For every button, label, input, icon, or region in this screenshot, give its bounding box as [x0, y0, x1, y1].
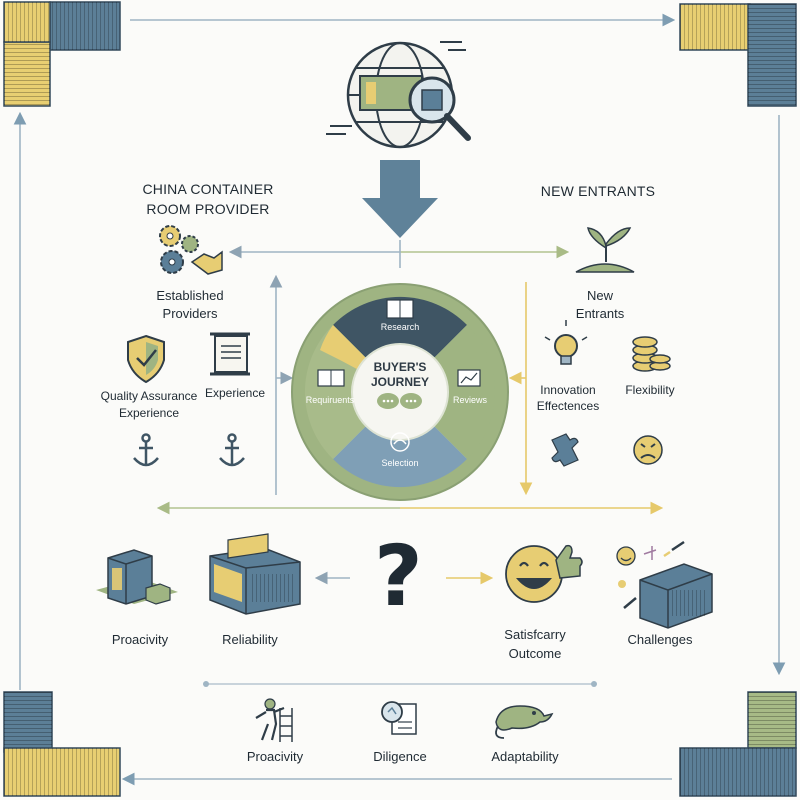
left-header-line2: ROOM PROVIDER: [146, 201, 270, 217]
wheel-center-title-line2: JOURNEY: [370, 375, 429, 389]
frame-arrows: [13, 13, 786, 786]
buyers-journey-wheel: [291, 283, 509, 501]
bottom-line-dot-left: [203, 681, 209, 687]
flexibility-label: Flexibility: [625, 383, 675, 397]
sprout-icon: [575, 227, 635, 273]
adaptability-label: Adaptability: [491, 749, 559, 764]
person-ladder-icon: [255, 698, 293, 742]
shield-check-icon: [127, 334, 165, 384]
reviews-chart-icon: [457, 369, 481, 387]
bottom-proactivity-label: Proacivity: [246, 749, 304, 764]
innovation-label-line1: Innovation: [540, 383, 596, 397]
container-stack-bottom-left-icon: [3, 691, 121, 797]
new-entrants-title-line2: Entrants: [575, 306, 625, 321]
question-mark-icon: ?: [374, 527, 423, 625]
established-title-line1: Established: [156, 288, 224, 303]
container-block-icon: [96, 549, 178, 605]
open-container-icon: [209, 533, 301, 615]
wheel-research-label: Research: [380, 322, 420, 332]
outcome-label-line2: Outcome: [508, 646, 562, 661]
anchor-icon: [133, 433, 159, 467]
chat-bubbles-icon: [377, 393, 422, 409]
bottom-line-dot-right: [591, 681, 597, 687]
container-stack-top-left-icon: [3, 1, 121, 107]
experience-label: Experience: [204, 386, 266, 400]
research-book-icon: [386, 299, 414, 319]
diligence-label: Diligence: [373, 749, 427, 764]
lightbulb-icon: [544, 320, 588, 365]
wheel-reviews-label: Reviews: [452, 395, 487, 405]
left-header-line1: CHINA CONTAINER: [142, 181, 274, 197]
puzzle-piece-icon: [551, 433, 579, 467]
wheel-selection-label: Selection: [381, 458, 419, 468]
challenges-container-icon: [616, 540, 713, 629]
globe-search-icon: [326, 41, 471, 149]
frowning-face-icon: [633, 435, 663, 465]
reliability-label: Reliability: [222, 632, 278, 647]
down-arrow-icon: [362, 160, 438, 238]
established-title-line2: Providers: [162, 306, 218, 321]
outcome-label-line1: Satisfcarry: [504, 627, 566, 642]
selection-handshake-icon: [390, 432, 410, 452]
wheel-center-title-line1: BUYER'S: [373, 360, 427, 374]
wheel-requirements-label: Requiruents: [305, 395, 355, 405]
anchor-icon: [219, 433, 245, 467]
gears-handshake-icon: [159, 225, 223, 275]
proactivity-label: Proacivity: [111, 632, 169, 647]
certificate-scroll-icon: [210, 332, 250, 376]
new-entrants-title-line1: New: [586, 288, 613, 303]
requirements-book-icon: [317, 369, 345, 387]
quality-assurance-label-line2: Experience: [118, 406, 180, 420]
smiley-thumbs-up-icon: [505, 544, 583, 603]
connector-lines: [156, 240, 664, 685]
document-magnifier-icon: [381, 701, 417, 735]
right-header: NEW ENTRANTS: [540, 183, 656, 199]
quality-assurance-label-line1: Quality Assurance: [100, 389, 198, 403]
container-stack-bottom-right-icon: [679, 691, 797, 797]
chameleon-icon: [495, 705, 554, 739]
container-stack-top-right-icon: [679, 3, 797, 107]
innovation-label-line2: Effectences: [536, 399, 600, 413]
coin-stack-icon: [632, 336, 671, 372]
challenges-label: Challenges: [627, 632, 693, 647]
